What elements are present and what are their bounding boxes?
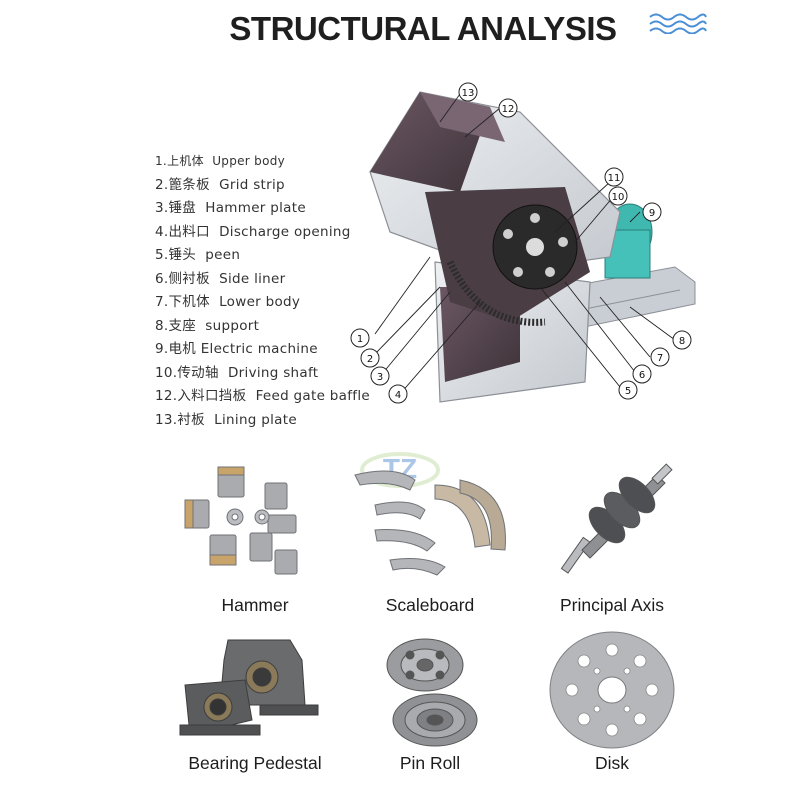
callout-13: 13 — [458, 82, 478, 102]
legend-item: 4.出料口 Discharge opening — [155, 223, 351, 240]
product-pin-roll[interactable]: Pin Roll — [315, 625, 545, 775]
disk-icon — [549, 631, 675, 749]
legend-item: 10.传动轴 Driving shaft — [155, 364, 319, 381]
bearing-pedestal-icon — [179, 639, 319, 736]
callout-8: 8 — [672, 330, 692, 350]
legend-item: 3.锤盘 Hammer plate — [155, 200, 306, 216]
product-label: Principal Axis — [559, 595, 665, 615]
callout-11: 11 — [604, 167, 624, 187]
callout-10: 10 — [608, 186, 628, 206]
callout-12: 12 — [498, 98, 518, 118]
legend-item: 6.侧衬板 Side liner — [155, 270, 286, 287]
product-principal-axis[interactable]: Principal Axis — [497, 455, 727, 615]
product-bearing-pedestal[interactable]: Bearing Pedestal — [140, 625, 370, 775]
hammer-crusher-diagram — [369, 91, 696, 403]
callout-markers: 13 12 11 10 9 1 2 3 4 5 6 7 8 — [350, 82, 692, 404]
product-label: Bearing Pedestal — [188, 753, 322, 773]
waves-icon — [649, 13, 707, 34]
legend-item: 1.上机体 Upper body — [155, 154, 286, 168]
svg-text:5: 5 — [625, 386, 631, 397]
hammer-parts-icon — [184, 466, 298, 575]
product-hammer[interactable]: Hammer — [140, 455, 370, 615]
product-label: Hammer — [221, 595, 289, 615]
callout-2: 2 — [360, 348, 380, 368]
svg-text:11: 11 — [608, 173, 621, 184]
callout-9: 9 — [642, 202, 662, 222]
callout-6: 6 — [632, 364, 652, 384]
legend-item: 7.下机体 Lower body — [155, 294, 301, 310]
product-scaleboard[interactable]: Scaleboard — [315, 455, 545, 615]
page-title: STRUCTURAL ANALYSIS — [229, 10, 617, 47]
svg-text:6: 6 — [639, 370, 645, 381]
product-label: Scaleboard — [385, 595, 475, 615]
svg-text:1: 1 — [357, 334, 363, 345]
svg-text:4: 4 — [395, 390, 401, 401]
legend-item: 9.电机 Electric machine — [155, 341, 318, 357]
callout-5: 5 — [618, 380, 638, 400]
callout-3: 3 — [370, 366, 390, 386]
svg-text:9: 9 — [649, 208, 655, 219]
svg-text:10: 10 — [612, 192, 625, 203]
svg-text:13: 13 — [462, 88, 475, 99]
svg-text:2: 2 — [367, 354, 373, 365]
pin-roll-icon — [386, 638, 478, 747]
callout-7: 7 — [650, 347, 670, 367]
legend-item: 8.支座 support — [155, 317, 260, 334]
product-label: Pin Roll — [399, 753, 461, 773]
legend-item: 12.入料口挡板 Feed gate baffle — [155, 388, 370, 404]
svg-text:7: 7 — [657, 353, 663, 364]
parts-legend: 1.上机体 Upper body 2.篦条板 Grid strip 3.锤盘 H… — [155, 150, 405, 432]
legend-item: 13.衬板 Lining plate — [155, 411, 297, 428]
callout-1: 1 — [350, 328, 370, 348]
principal-axis-icon — [560, 463, 673, 574]
svg-text:8: 8 — [679, 336, 685, 347]
product-disk[interactable]: Disk — [497, 625, 727, 775]
product-label: Disk — [594, 753, 630, 773]
legend-item: 2.篦条板 Grid strip — [155, 176, 285, 193]
callout-4: 4 — [388, 384, 408, 404]
legend-item: 5.锤头 peen — [155, 247, 241, 263]
svg-text:3: 3 — [377, 372, 383, 383]
svg-text:12: 12 — [502, 104, 515, 115]
scaleboard-parts-icon — [354, 470, 506, 576]
